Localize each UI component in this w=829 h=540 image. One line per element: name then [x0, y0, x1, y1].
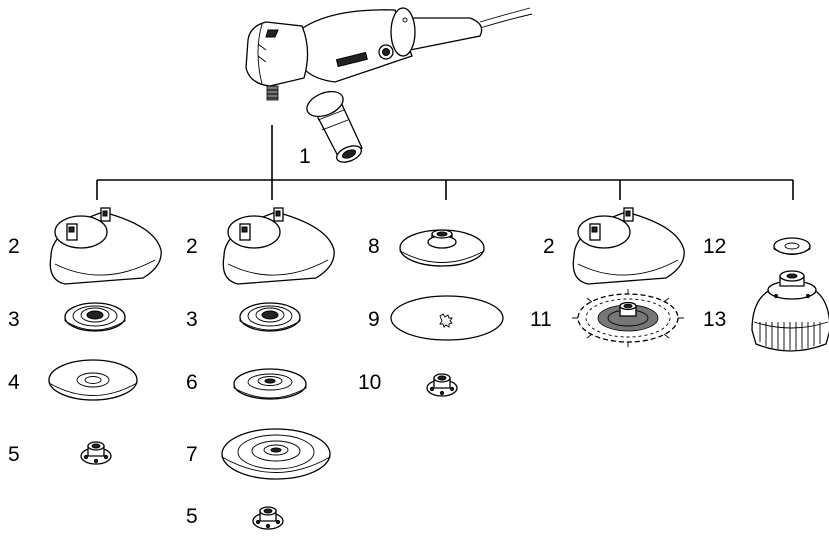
label-col2-disc: 6 — [186, 371, 198, 394]
label-col2-nut: 5 — [186, 505, 198, 528]
label-col3-plate: 8 — [368, 235, 380, 258]
backing-flange-part — [239, 302, 301, 332]
label-col1-guard: 2 — [8, 235, 20, 258]
grinding-disc-part — [48, 359, 138, 401]
label-1: 1 — [299, 145, 311, 168]
label-col3-nut: 10 — [358, 371, 381, 394]
label-col5-washer: 12 — [703, 235, 726, 258]
wire-wheel-brush-part — [572, 289, 684, 347]
connector-lines — [96, 125, 794, 200]
wheel-guard-part — [222, 207, 335, 285]
label-col5-cup-brush: 13 — [703, 308, 726, 331]
backing-plate-part — [399, 229, 485, 267]
label-col2-flange: 3 — [186, 308, 198, 331]
clamping-nut-part — [426, 373, 458, 397]
washer-part — [773, 237, 811, 255]
clamping-nut-part — [80, 441, 112, 465]
cup-wire-brush-part — [751, 270, 829, 352]
angle-grinder-illustration — [245, 7, 533, 163]
side-handle-illustration — [306, 90, 363, 163]
label-col1-flange: 3 — [8, 308, 20, 331]
label-col3-sanding-disc: 9 — [368, 308, 380, 331]
label-col2-guard: 2 — [186, 235, 198, 258]
label-col1-nut: 5 — [8, 443, 20, 466]
clamping-nut-part — [252, 506, 284, 530]
depressed-centre-disc-part — [233, 368, 307, 400]
label-col4-guard: 2 — [543, 235, 555, 258]
backing-flange-part — [64, 302, 126, 332]
label-col1-disc: 4 — [8, 371, 20, 394]
sanding-disc-part — [390, 295, 504, 341]
label-col4-wire-wheel: 11 — [530, 308, 552, 331]
wheel-guard-part — [572, 207, 685, 285]
label-col2-pad: 7 — [186, 443, 198, 466]
rubber-backing-pad-part — [221, 428, 331, 480]
wheel-guard-part — [49, 207, 162, 285]
